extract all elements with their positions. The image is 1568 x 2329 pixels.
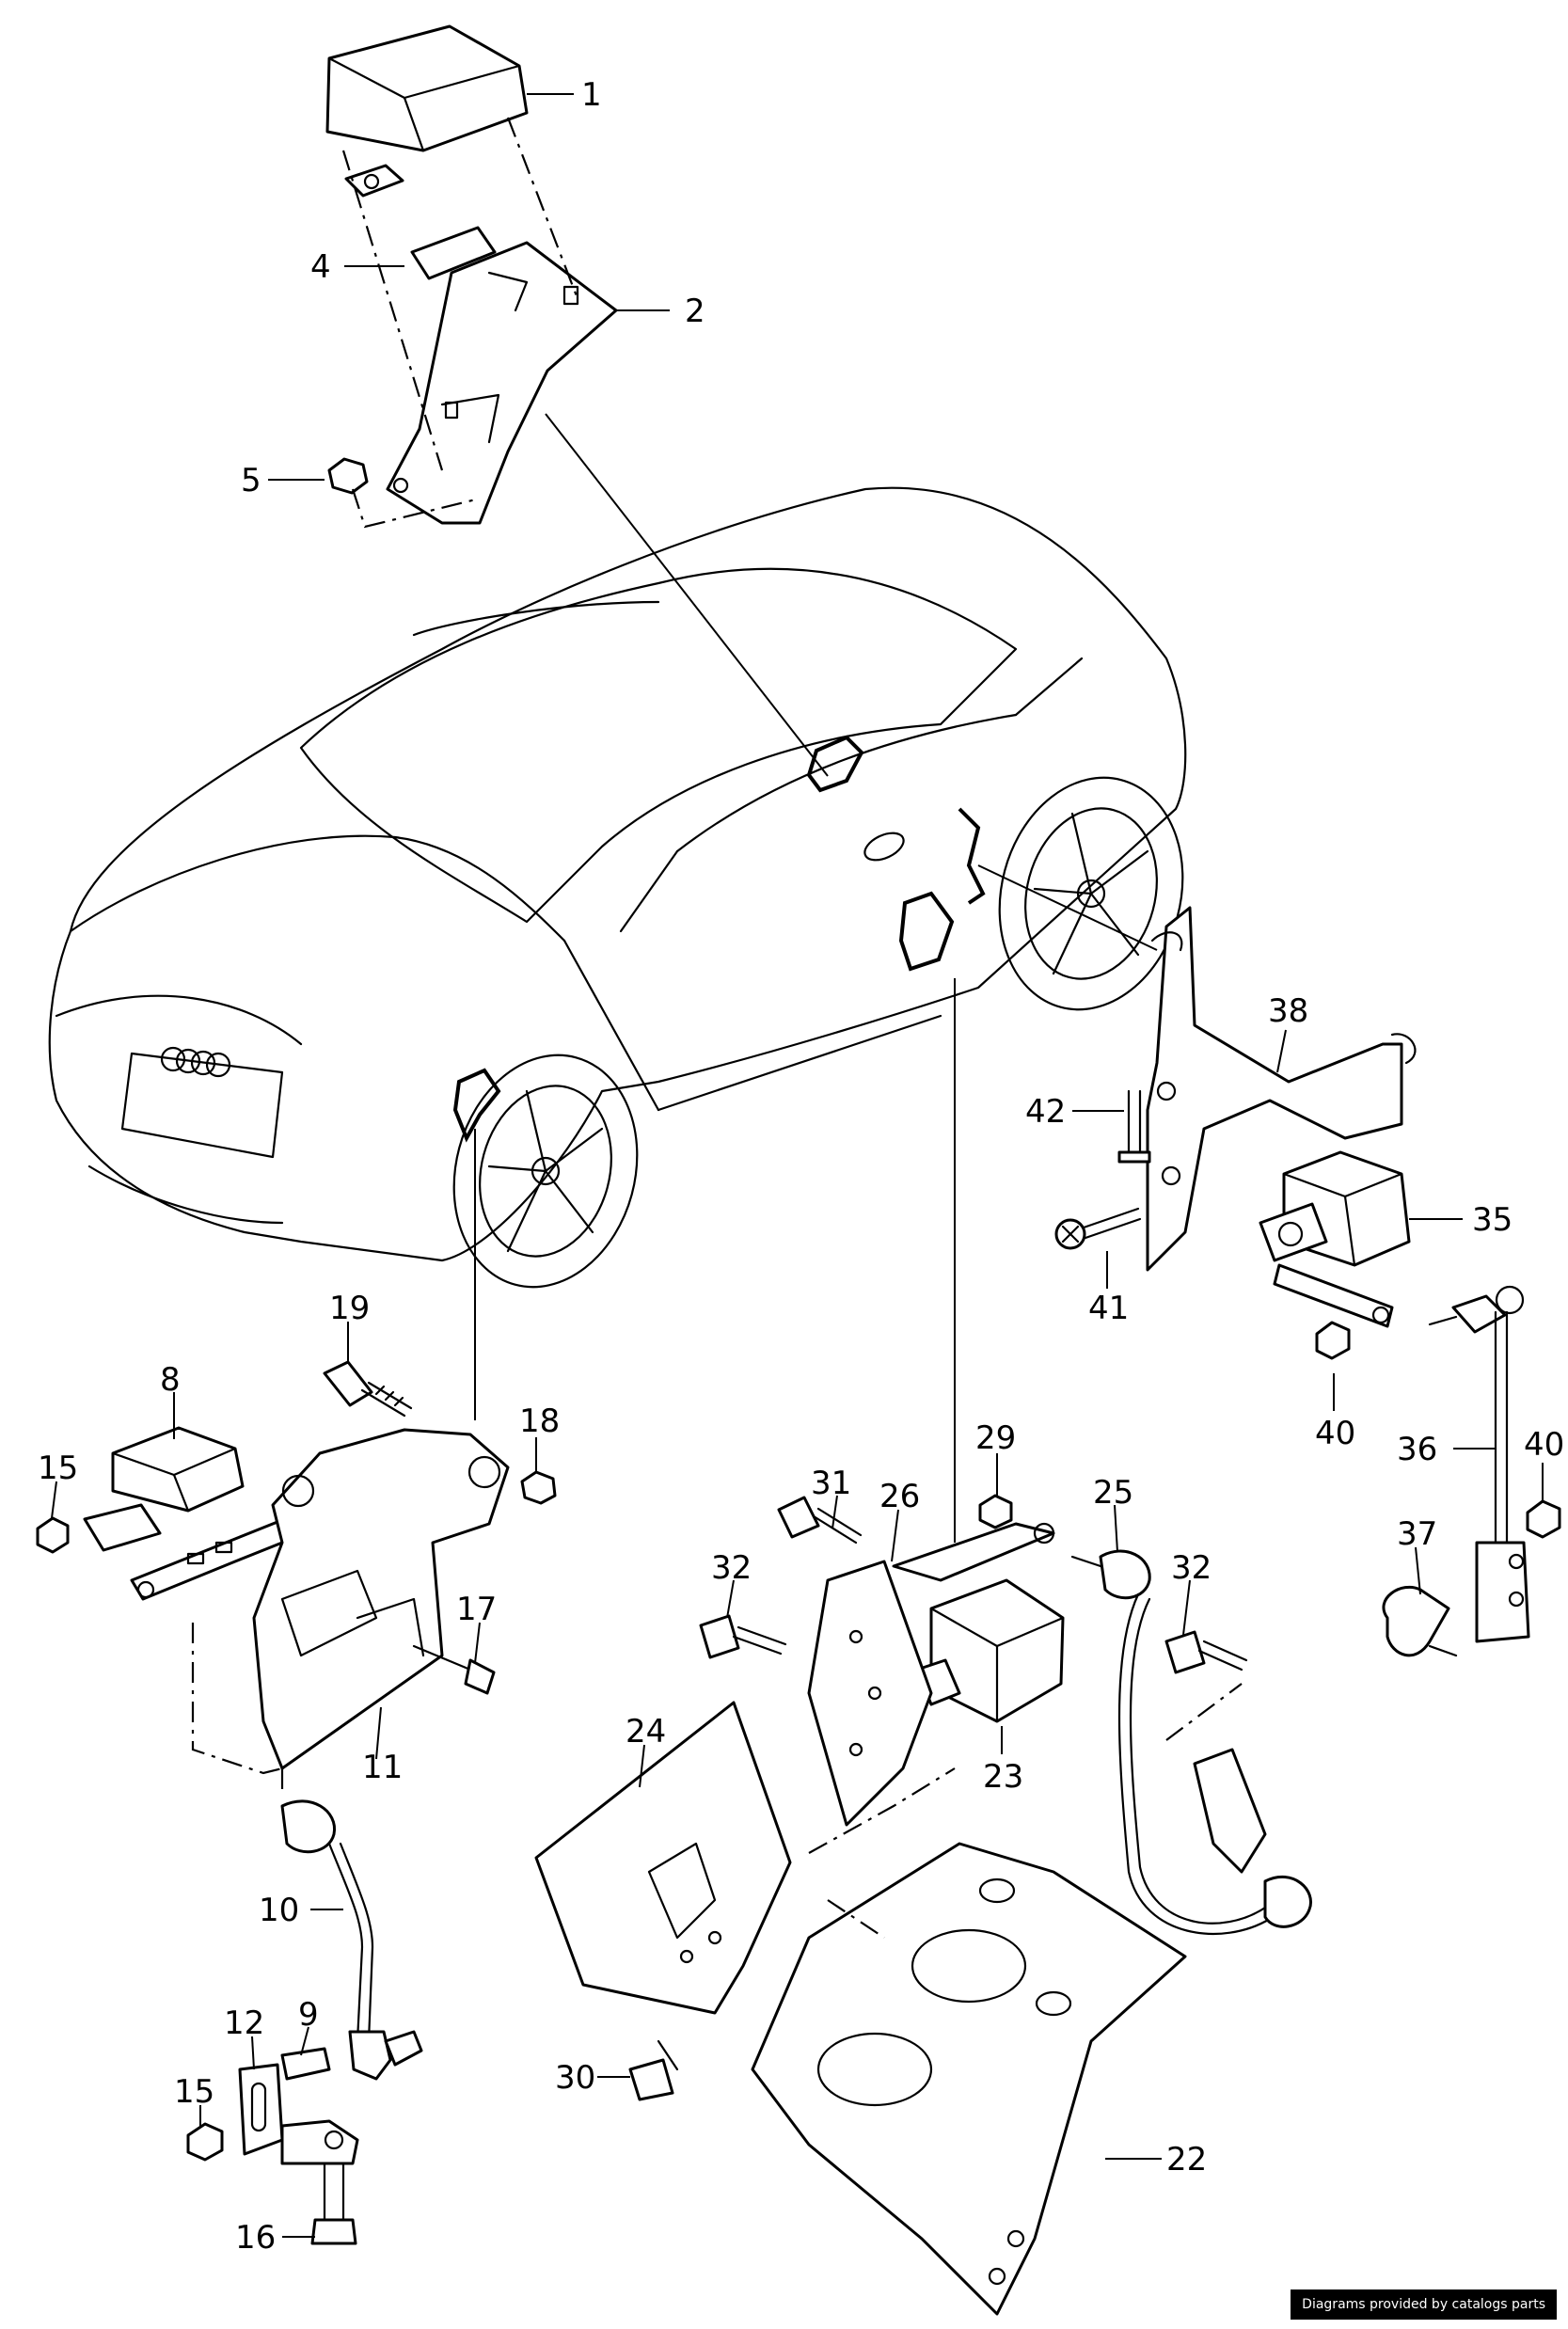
callout-32-left: 32 — [711, 1549, 752, 1587]
callout-10: 10 — [259, 1892, 299, 1929]
callout-42: 42 — [1025, 1093, 1066, 1131]
bracket-part-2 — [386, 241, 618, 525]
callout-4: 4 — [310, 248, 331, 286]
callout-8: 8 — [160, 1361, 181, 1399]
bolt-part-32-left — [699, 1614, 787, 1659]
nut-part-15-lower — [186, 2122, 224, 2162]
nut-part-5 — [327, 457, 369, 495]
nut-part-40-upper — [1315, 1321, 1351, 1360]
bracket-part-12 — [238, 2063, 359, 2165]
clip-part-37 — [1382, 1585, 1458, 1657]
callout-37: 37 — [1397, 1515, 1437, 1553]
pad-part-4 — [410, 226, 497, 280]
callout-31: 31 — [811, 1465, 851, 1502]
bolt-part-16 — [310, 2162, 357, 2245]
rings-logo — [160, 1046, 231, 1078]
callout-26: 26 — [879, 1478, 920, 1515]
callout-18: 18 — [519, 1402, 560, 1440]
callout-9: 9 — [298, 1996, 319, 2034]
front-wheel — [452, 1054, 639, 1289]
callout-17: 17 — [456, 1591, 497, 1628]
callout-36: 36 — [1397, 1431, 1437, 1468]
link-rod-part-36 — [1428, 1285, 1530, 1643]
screw-part-41 — [1054, 1207, 1142, 1250]
callout-15-upper: 15 — [38, 1450, 78, 1487]
lever-part-26 — [892, 1522, 1055, 1582]
callout-29: 29 — [975, 1419, 1016, 1457]
link-rod-part-25 — [1070, 1549, 1312, 1936]
callout-35: 35 — [1472, 1201, 1513, 1239]
nut-part-29 — [978, 1494, 1013, 1529]
callout-16: 16 — [235, 2219, 276, 2257]
clip-part-9 — [280, 2047, 331, 2081]
sensor-part-8 — [83, 1426, 245, 1552]
callout-23: 23 — [983, 1758, 1023, 1796]
bolt-part-32-right — [1164, 1630, 1248, 1674]
car-body-outline — [48, 486, 1187, 1289]
sensor-part-23 — [915, 1578, 1065, 1723]
callout-30: 30 — [555, 2059, 595, 2097]
callout-19: 19 — [329, 1290, 370, 1327]
callout-11: 11 — [362, 1749, 403, 1786]
callout-38: 38 — [1268, 992, 1308, 1030]
callout-40-lower: 40 — [1524, 1426, 1564, 1464]
nut-part-40-lower — [1526, 1499, 1561, 1539]
callout-40-upper: 40 — [1315, 1415, 1355, 1452]
callout-2: 2 — [685, 293, 705, 330]
bracket-part-11 — [252, 1428, 510, 1770]
link-rod-part-10 — [280, 1799, 423, 2081]
bracket-part-22 — [751, 1842, 1187, 2316]
screw-part-17 — [412, 1644, 496, 1695]
nut-part-15-upper — [36, 1516, 70, 1554]
nut-part-18 — [520, 1470, 557, 1505]
callout-32-right: 32 — [1171, 1549, 1212, 1587]
callout-12: 12 — [224, 2004, 264, 2042]
rear-wheel — [998, 776, 1184, 1011]
rivet-part-42 — [1117, 1089, 1151, 1164]
callout-22: 22 — [1166, 2141, 1207, 2178]
cover-part-24 — [534, 1701, 792, 2015]
callout-25: 25 — [1093, 1474, 1133, 1512]
screw-part-30 — [628, 2039, 679, 2101]
control-unit-part-1 — [325, 24, 529, 198]
bolt-part-31 — [777, 1496, 863, 1545]
callout-5: 5 — [241, 462, 261, 499]
sensor-part-35 — [1259, 1150, 1411, 1328]
callout-15-lower: 15 — [174, 2073, 214, 2111]
bracket-part-38 — [1146, 906, 1417, 1272]
callout-24: 24 — [626, 1713, 666, 1751]
callout-1: 1 — [581, 76, 602, 114]
mount-plate-rear — [1193, 1748, 1267, 1874]
bolt-part-19 — [323, 1360, 413, 1418]
credit-badge: Diagrams provided by catalogs parts — [1291, 2289, 1557, 2320]
callout-41: 41 — [1088, 1290, 1129, 1327]
